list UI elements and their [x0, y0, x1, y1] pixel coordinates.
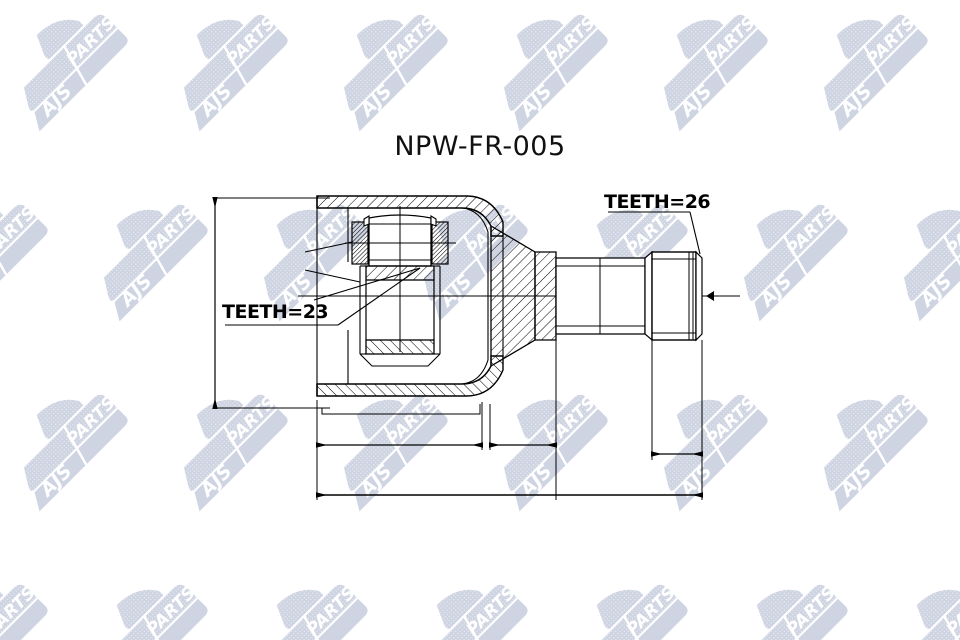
page-title: NPW-FR-005 — [394, 131, 566, 162]
joint-neck — [490, 224, 557, 368]
teeth-right-label: TEETH=26 — [604, 191, 711, 213]
teeth-left-label: TEETH=23 — [222, 301, 329, 323]
dimension-lines-bottom — [316, 340, 703, 500]
stub-shaft — [555, 250, 653, 342]
